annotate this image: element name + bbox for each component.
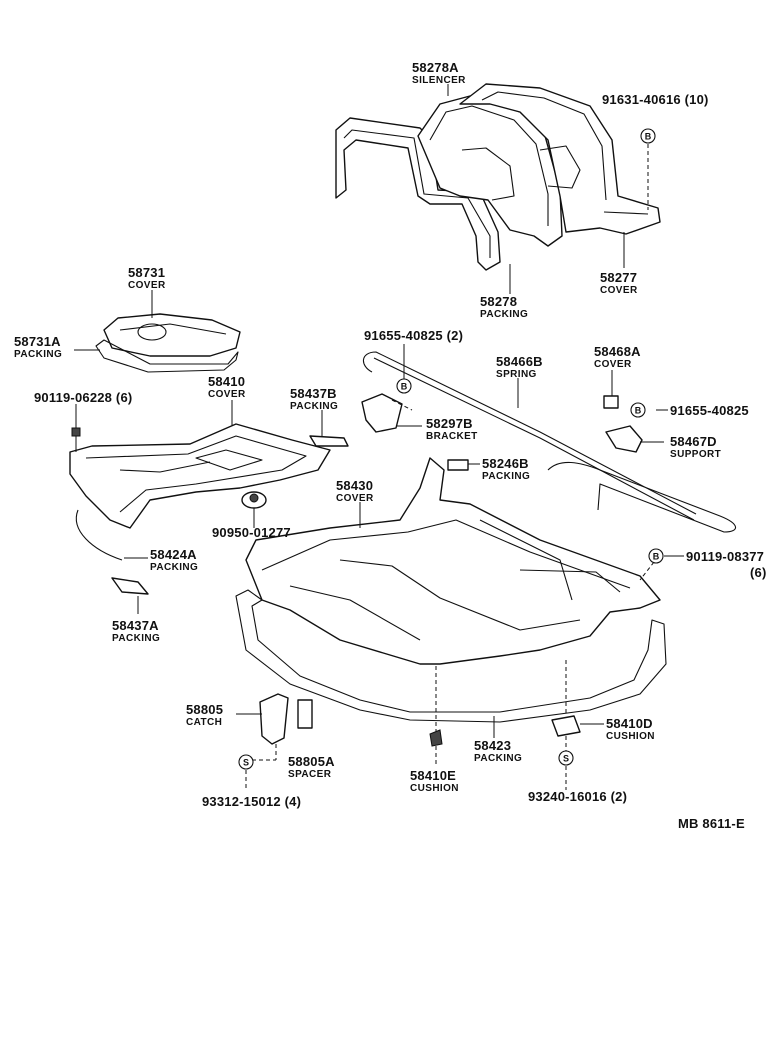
callout-58410-name: COVER: [208, 389, 246, 400]
callout-58410-part: 58410: [208, 374, 245, 389]
callout-58805A-part: 58805A: [288, 754, 335, 769]
svg-text:S: S: [243, 758, 249, 768]
callout-58468A-name: COVER: [594, 359, 632, 370]
grommet-90950-01277-drawing: [241, 491, 267, 509]
callout-58437B-part: 58437B: [290, 386, 337, 401]
support-58467D-drawing: [605, 425, 643, 453]
symbol-b-90119b: B: [648, 548, 664, 564]
cover-58277-drawing: [459, 83, 661, 235]
packing-58437B-drawing: [309, 435, 349, 447]
callout-91655b-part: 91655-40825: [670, 403, 749, 418]
callout-58423-part: 58423: [474, 738, 511, 753]
catch-58805-drawing: [259, 693, 289, 745]
cover-58731-drawing: [95, 313, 241, 373]
callout-58430-part: 58430: [336, 478, 373, 493]
callout-91631-part: 91631-40616 (10): [602, 92, 709, 107]
callout-90119b-qty: (6): [750, 565, 767, 580]
callout-58246B-part: 58246B: [482, 456, 529, 471]
packing-58246B-drawing: [447, 459, 469, 471]
callout-58467D-name: SUPPORT: [670, 449, 721, 460]
packing-58424A-drawing: [75, 509, 123, 561]
callout-58277-name: COVER: [600, 285, 638, 296]
callout-90119b-part: 90119-08377: [686, 549, 764, 564]
callout-58424A-name: PACKING: [150, 562, 198, 573]
callout-58410E-part: 58410E: [410, 768, 456, 783]
callout-58278-name: PACKING: [480, 309, 528, 320]
svg-text:B: B: [653, 552, 660, 562]
callout-58731A-part: 58731A: [14, 334, 61, 349]
callout-58468A-part: 58468A: [594, 344, 641, 359]
cushion-58410E-drawing: [429, 729, 443, 747]
callout-58278A-part: 58278A: [412, 60, 459, 75]
callout-58277-part: 58277: [600, 270, 637, 285]
callout-58424A-part: 58424A: [150, 547, 197, 562]
callout-58410D-name: CUSHION: [606, 731, 655, 742]
callout-58430-name: COVER: [336, 493, 374, 504]
cover-58430-drawing: [245, 457, 661, 665]
callout-58805A-name: SPACER: [288, 769, 332, 780]
cover-58410-drawing: [69, 423, 331, 529]
callout-58466B-part: 58466B: [496, 354, 543, 369]
callout-58297B-name: BRACKET: [426, 431, 478, 442]
symbol-s-93240: S: [558, 750, 574, 766]
callout-58805-name: CATCH: [186, 717, 222, 728]
packing-58437A-drawing: [111, 577, 149, 595]
svg-text:B: B: [401, 382, 408, 392]
callout-58278-part: 58278: [480, 294, 517, 309]
symbol-b-91655b: B: [630, 402, 646, 418]
spacer-58805A-drawing: [297, 699, 313, 729]
spring-58466B-drawing: [362, 351, 737, 533]
symbol-b-91655a: B: [396, 378, 412, 394]
callout-58410D-part: 58410D: [606, 716, 653, 731]
callout-58467D-part: 58467D: [670, 434, 717, 449]
callout-58466B-name: SPRING: [496, 369, 537, 380]
callout-58410E-name: CUSHION: [410, 783, 459, 794]
callout-93312-part: 93312-15012 (4): [202, 794, 301, 809]
callout-58805-part: 58805: [186, 702, 223, 717]
symbol-s-93312: S: [238, 754, 254, 770]
callout-58437B-name: PACKING: [290, 401, 338, 412]
cover-58468A-drawing: [603, 395, 619, 409]
callout-58437A-name: PACKING: [112, 633, 160, 644]
leader-lines: [74, 84, 684, 790]
callout-58278A-name: SILENCER: [412, 75, 466, 86]
callout-58297B-part: 58297B: [426, 416, 473, 431]
callout-91655a-part: 91655-40825 (2): [364, 328, 463, 343]
callout-90119a-part: 90119-06228 (6): [34, 390, 132, 405]
callout-93240-part: 93240-16016 (2): [528, 789, 627, 804]
svg-text:S: S: [563, 754, 569, 764]
callout-58731-name: COVER: [128, 280, 166, 291]
cushion-58410D-drawing: [551, 715, 581, 737]
bracket-58297B-drawing: [361, 393, 413, 433]
svg-text:B: B: [645, 132, 652, 142]
footer-code: MB 8611-E: [678, 816, 745, 831]
bolt-90119-06228-drawing: [71, 427, 81, 452]
callout-58246B-name: PACKING: [482, 471, 530, 482]
callout-58437A-part: 58437A: [112, 618, 159, 633]
callout-90950-part: 90950-01277: [212, 525, 291, 540]
symbol-b-91631: B: [640, 128, 656, 144]
svg-text:B: B: [635, 406, 642, 416]
callout-58423-name: PACKING: [474, 753, 522, 764]
callout-labels: 58278A SILENCER 91631-40616 (10) 58731 C…: [14, 60, 767, 831]
packing-58423-drawing: [235, 589, 667, 723]
callout-58731A-name: PACKING: [14, 349, 62, 360]
callout-58731-part: 58731: [128, 265, 165, 280]
